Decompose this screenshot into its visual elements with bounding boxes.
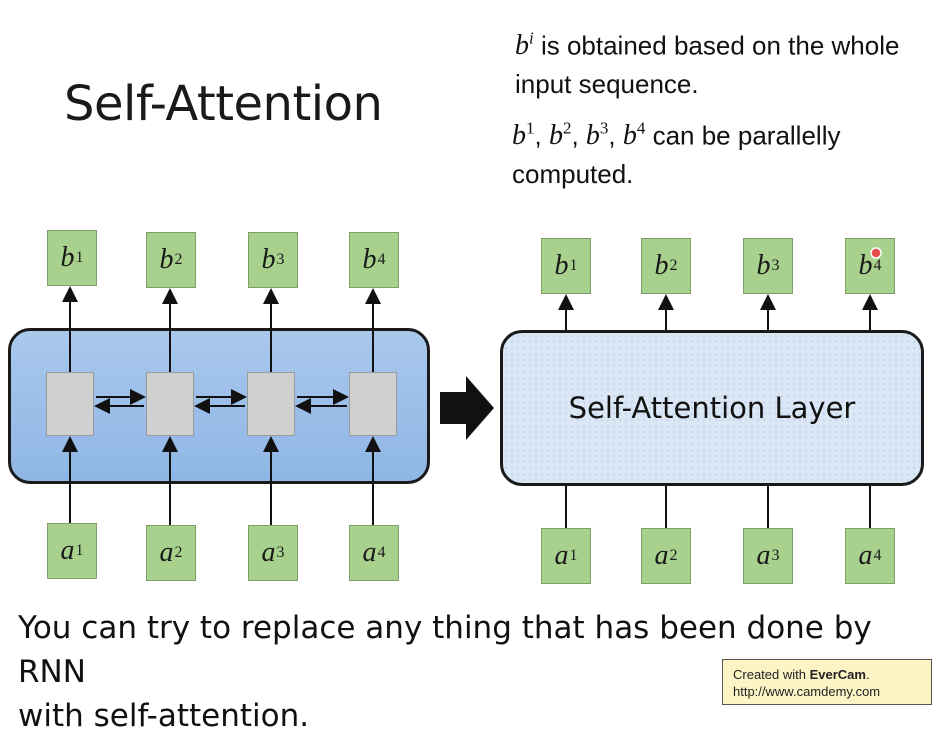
bottom-caption: You can try to replace any thing that ha… [18,606,940,738]
evercam-watermark: Created with EverCam. http://www.camdemy… [722,659,932,705]
diagram-arrows [62,247,882,528]
note-bi-text: is obtained based on the whole input seq… [515,30,900,100]
self-attention-layer-label: Self-Attention Layer [568,391,856,425]
rnn-cell-3 [247,372,295,436]
self-attention-layer: Self-Attention Layer [500,330,924,486]
note-parallel: b1, b2, b3, b4 can be parallelly compute… [512,119,841,190]
note-parallel-text: can be parallelly computed. [512,120,841,190]
b3-symbol: b3 [585,119,609,152]
rnn-cell-2 [146,372,194,436]
rnn-cell-1 [46,372,94,436]
b1-symbol: b1 [512,119,535,152]
watermark-line-1: Created with EverCam. [733,667,870,682]
watermark-url: http://www.camdemy.com [733,684,881,699]
transform-arrow-icon [440,376,494,440]
bottom-caption-line-1: You can try to replace any thing that ha… [18,610,872,690]
page-title: Self-Attention [64,76,383,132]
laser-pointer-icon [870,247,882,259]
rnn-cell-4 [349,372,397,436]
note-bi: bi is obtained based on the whole input … [515,20,935,103]
b2-symbol: b2 [548,119,572,152]
bi-symbol: bi [515,29,534,62]
b4-symbol: b4 [622,119,646,152]
